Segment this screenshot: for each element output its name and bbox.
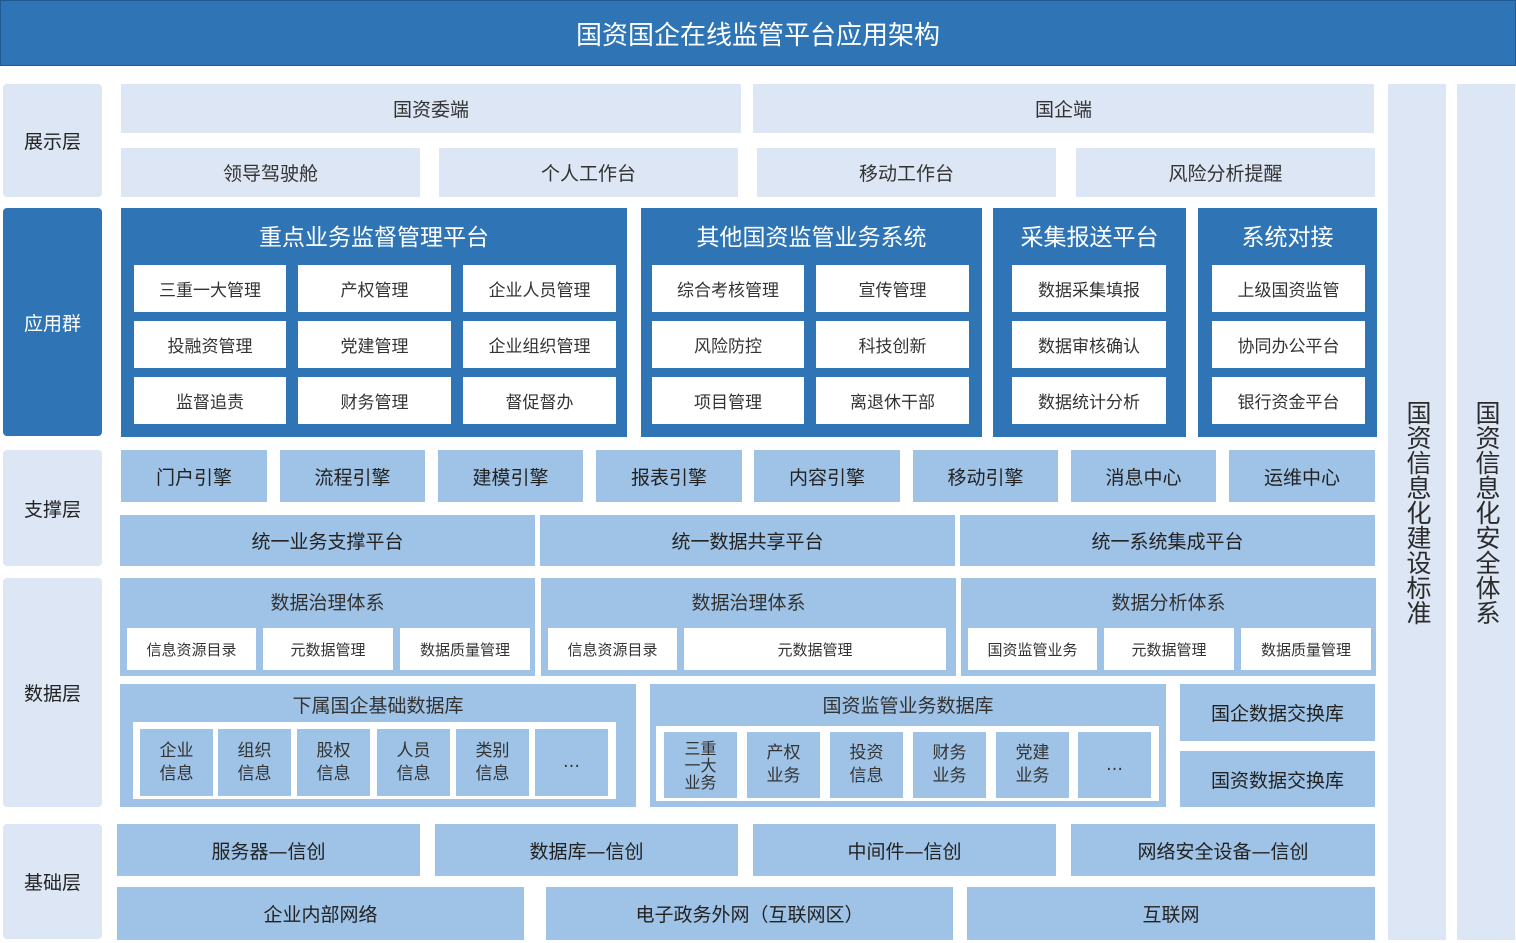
support-engine: 移动引擎 (913, 450, 1058, 502)
support-engine: 报表引擎 (596, 450, 742, 502)
app-panel-title: 重点业务监督管理平台 (259, 225, 489, 251)
layer-label-app: 应用群 (3, 208, 102, 436)
display-item: 个人工作台 (439, 148, 738, 197)
soe-base-database-title: 下属国企基础数据库 (292, 694, 464, 717)
page-title: 国资国企在线监管平台应用架构 (0, 0, 1516, 66)
app-item: 投融资管理 (134, 321, 286, 368)
app-item: 数据审核确认 (1012, 321, 1166, 368)
sasac-exchange-database: 国资数据交换库 (1180, 751, 1375, 807)
app-item: 协同办公平台 (1212, 321, 1365, 368)
support-engine: 建模引擎 (438, 450, 583, 502)
db-cell: 产权 业务 (747, 732, 820, 798)
support-engine: 门户引擎 (121, 450, 267, 502)
app-item: 监督追责 (134, 377, 286, 424)
app-item: 科技创新 (816, 321, 969, 368)
app-panel-title: 采集报送平台 (1020, 225, 1159, 251)
layer-label-base: 基础层 (3, 824, 102, 939)
app-item: 企业组织管理 (463, 321, 616, 368)
data-system-item: 信息资源目录 (548, 628, 677, 670)
db-cell: 财务 业务 (913, 732, 986, 798)
sasac-business-database-title: 国资监管业务数据库 (822, 694, 994, 717)
db-cell: 股权 信息 (297, 729, 370, 796)
db-cell: 企业 信息 (140, 729, 213, 796)
app-item: 党建管理 (298, 321, 451, 368)
support-engine: 内容引擎 (754, 450, 900, 502)
app-item: 产权管理 (298, 265, 451, 312)
app-item: 综合考核管理 (652, 265, 804, 312)
data-system-item: 国资监管业务 (968, 628, 1097, 670)
app-item: 离退休干部 (816, 377, 969, 424)
app-item: 银行资金平台 (1212, 377, 1365, 424)
app-item: 数据采集填报 (1012, 265, 1166, 312)
app-panel-title: 其他国资监管业务系统 (696, 225, 927, 251)
base-item: 中间件—信创 (753, 824, 1056, 876)
app-item: 数据统计分析 (1012, 377, 1166, 424)
layer-label-support: 支撑层 (3, 450, 102, 566)
app-panel-title: 系统对接 (1241, 225, 1334, 251)
app-item: 财务管理 (298, 377, 451, 424)
data-system-item: 元数据管理 (684, 628, 946, 670)
security-side-bar: 国资信息化安全体系 (1457, 84, 1515, 940)
display-end-sasac: 国资委端 (121, 84, 741, 133)
db-cell-ellipsis: … (1078, 732, 1151, 798)
support-platform: 统一数据共享平台 (540, 515, 955, 566)
app-item: 上级国资监管 (1212, 265, 1365, 312)
app-item: 宣传管理 (816, 265, 969, 312)
network-item: 电子政务外网（互联网区） (546, 887, 953, 940)
data-system-item: 数据质量管理 (400, 628, 530, 670)
support-platform: 统一系统集成平台 (960, 515, 1375, 566)
app-item: 督促督办 (463, 377, 616, 424)
db-cell-ellipsis: … (535, 729, 608, 796)
soe-exchange-database: 国企数据交换库 (1180, 684, 1375, 741)
db-cell: 党建 业务 (996, 732, 1069, 798)
support-engine: 消息中心 (1071, 450, 1216, 502)
support-engine: 运维中心 (1229, 450, 1375, 502)
data-system-item: 数据质量管理 (1241, 628, 1371, 670)
db-cell: 组织 信息 (218, 729, 291, 796)
db-cell: 类别 信息 (456, 729, 529, 796)
base-item: 服务器—信创 (117, 824, 420, 876)
app-item: 风险防控 (652, 321, 804, 368)
app-item: 项目管理 (652, 377, 804, 424)
data-system-title: 数据治理体系 (270, 591, 385, 614)
support-platform: 统一业务支撑平台 (120, 515, 535, 566)
base-item: 网络安全设备—信创 (1071, 824, 1375, 876)
sasac-business-database-frame (656, 726, 1159, 801)
layer-label-data: 数据层 (3, 578, 102, 807)
data-system-item: 信息资源目录 (127, 628, 256, 670)
db-cell: 投资 信息 (830, 732, 903, 798)
display-item: 风险分析提醒 (1076, 148, 1375, 197)
display-item: 移动工作台 (757, 148, 1056, 197)
app-item: 三重一大管理 (134, 265, 286, 312)
data-system-title: 数据分析体系 (1111, 591, 1226, 614)
display-item: 领导驾驶舱 (121, 148, 420, 197)
db-cell: 人员 信息 (377, 729, 450, 796)
display-end-soe: 国企端 (753, 84, 1374, 133)
app-item: 企业人员管理 (463, 265, 616, 312)
data-system-item: 元数据管理 (1104, 628, 1234, 670)
network-item: 互联网 (967, 887, 1375, 940)
base-item: 数据库—信创 (435, 824, 738, 876)
db-cell: 三重 一大 业务 (664, 732, 737, 798)
layer-label-display: 展示层 (3, 84, 102, 197)
support-engine: 流程引擎 (280, 450, 425, 502)
data-system-title: 数据治理体系 (691, 591, 806, 614)
standard-side-bar: 国资信息化建设标准 (1388, 84, 1446, 940)
network-item: 企业内部网络 (117, 887, 524, 940)
data-system-item: 元数据管理 (263, 628, 393, 670)
